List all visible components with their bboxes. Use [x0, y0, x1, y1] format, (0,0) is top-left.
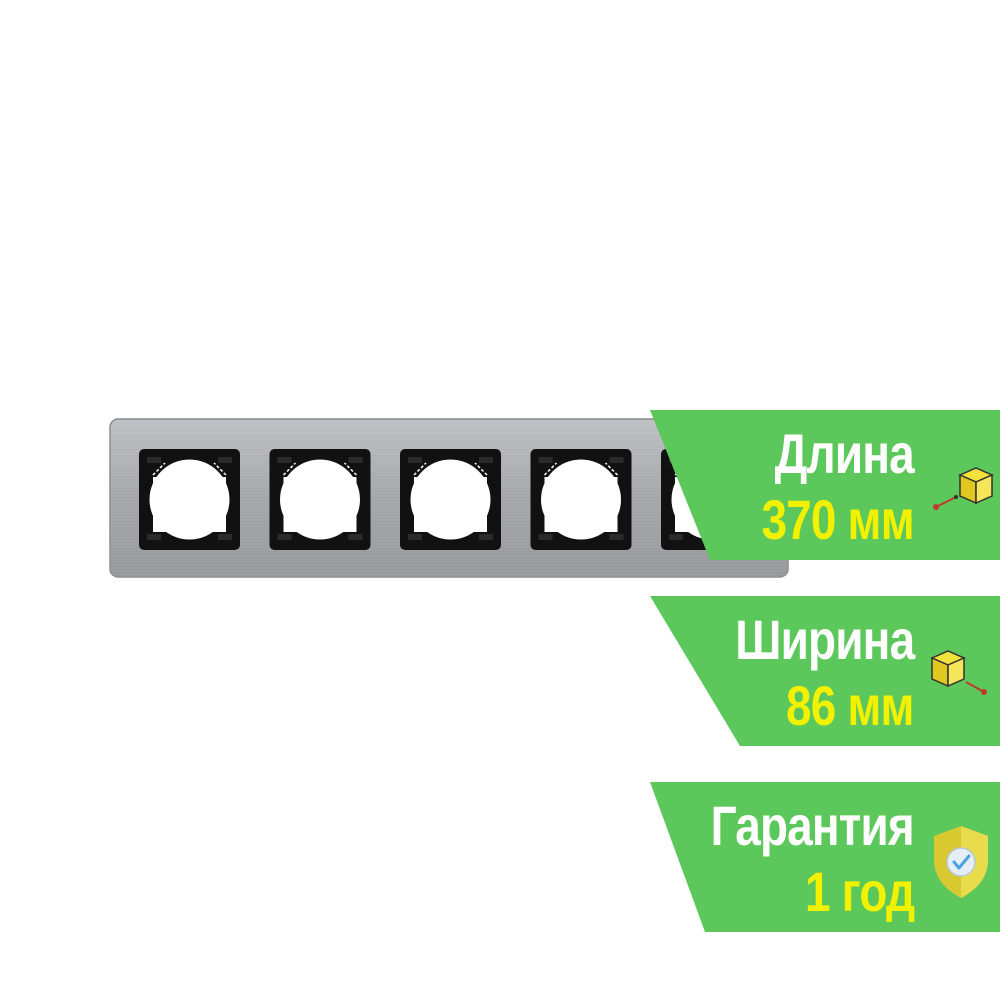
socket-insert: [269, 449, 371, 550]
shield-check-icon: [934, 826, 988, 898]
box-length-icon: [933, 467, 994, 510]
width-label: Ширина: [734, 608, 915, 671]
warranty-value: 1 год: [804, 860, 915, 923]
width-badge: Ширина 86 мм: [650, 596, 1000, 746]
socket-insert: [139, 449, 240, 550]
socket-insert: [400, 449, 501, 550]
warranty-badge: Гарантия 1 год: [650, 782, 1000, 932]
box-width-icon: [930, 650, 987, 695]
length-value: 370 мм: [761, 488, 915, 551]
length-badge: Длина 370 мм: [650, 410, 1000, 560]
width-value: 86 мм: [786, 674, 914, 737]
socket-insert: [530, 449, 632, 550]
warranty-label: Гарантия: [710, 794, 915, 857]
length-label: Длина: [774, 422, 915, 485]
